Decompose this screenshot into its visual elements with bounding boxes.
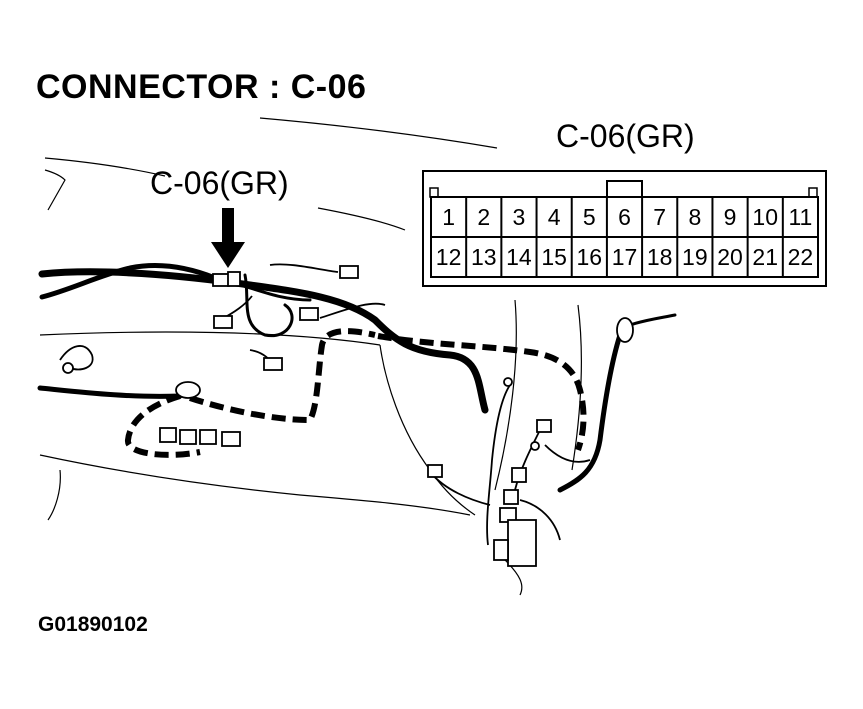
pin-19: 19 xyxy=(682,244,708,270)
pin-3: 3 xyxy=(512,204,526,230)
pin-14: 14 xyxy=(506,244,532,270)
pin-12: 12 xyxy=(435,244,462,270)
connector-key-tab xyxy=(606,180,643,197)
pin-2: 2 xyxy=(477,204,491,230)
pin-7: 7 xyxy=(653,204,667,230)
pin-22: 22 xyxy=(787,244,814,270)
pin-13: 13 xyxy=(470,244,497,270)
figure-code: G01890102 xyxy=(38,613,148,636)
connector-face-label: C-06(GR) xyxy=(556,118,695,154)
connector-face xyxy=(422,170,827,287)
harness-callout-label: C-06(GR) xyxy=(150,165,289,201)
pin-18: 18 xyxy=(646,244,673,270)
pin-1: 1 xyxy=(442,204,455,230)
pin-21: 21 xyxy=(752,244,778,270)
pin-20: 20 xyxy=(717,244,743,270)
page-title: CONNECTOR : C-06 xyxy=(36,68,367,106)
pin-8: 8 xyxy=(688,204,702,230)
dashboard-outline xyxy=(39,117,582,596)
pin-5: 5 xyxy=(582,204,596,230)
pin-11: 11 xyxy=(788,204,813,230)
pin-4: 4 xyxy=(547,204,561,230)
callout-arrow xyxy=(211,208,245,268)
c06-connector-on-harness xyxy=(212,273,230,287)
pin-16: 16 xyxy=(576,244,603,270)
pin-9: 9 xyxy=(723,204,737,230)
pin-15: 15 xyxy=(541,244,567,270)
striped-branches xyxy=(125,328,587,458)
pin-dividers xyxy=(465,197,784,277)
harness-trunks xyxy=(37,263,677,493)
pin-6: 6 xyxy=(618,204,631,230)
harness-connectors xyxy=(62,265,634,567)
pin-10: 10 xyxy=(752,204,778,230)
pin-17: 17 xyxy=(611,244,638,270)
